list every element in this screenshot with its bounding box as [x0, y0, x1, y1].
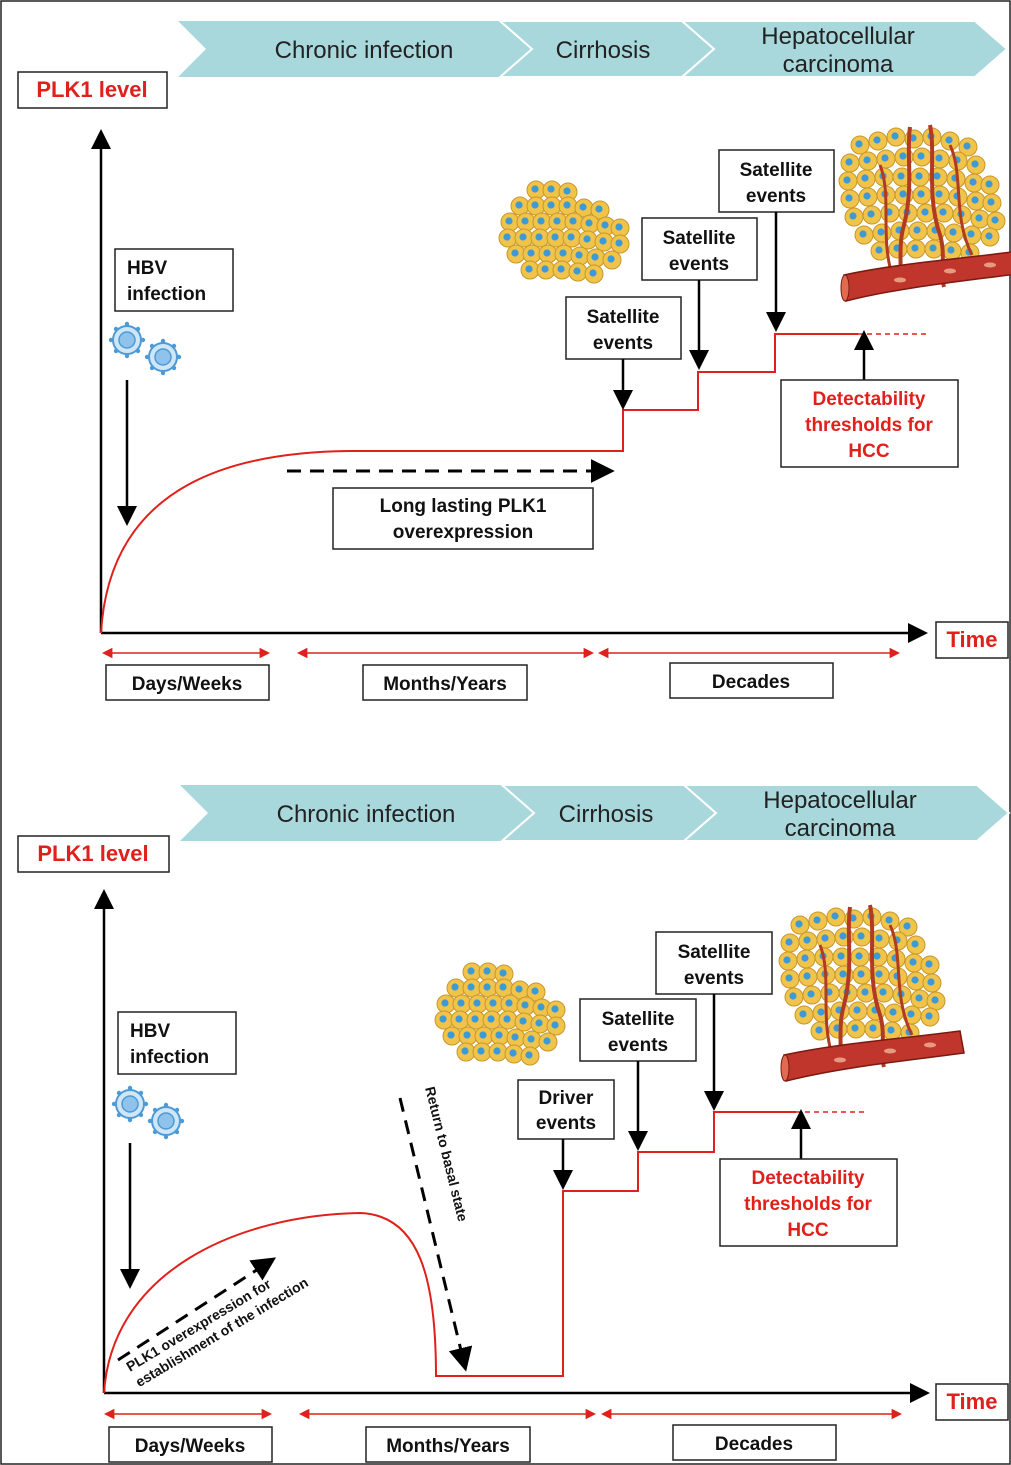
stage-chevron-chronic — [180, 785, 534, 841]
y-axis-label: PLK1 level — [37, 841, 148, 866]
virus-icon — [110, 1084, 150, 1124]
hbv-infection-box — [114, 248, 234, 312]
event-3-line1: Satellite — [740, 160, 813, 181]
tumor-cell-cluster-icon — [435, 963, 565, 1065]
stage-label-chronic: Chronic infection — [277, 801, 456, 828]
panel-1: Chronic infection Cirrhosis Hepatocellul… — [17, 20, 1011, 701]
threshold-line2: thresholds for — [744, 1194, 872, 1215]
y-axis-label: PLK1 level — [36, 77, 147, 102]
hbv-label-line1: HBV — [127, 258, 167, 279]
period-box-3 — [672, 1424, 837, 1461]
stage-label-hcc-line1: Hepatocellular — [763, 787, 916, 814]
event-3-line1: Satellite — [678, 942, 751, 963]
event-box-2 — [641, 217, 758, 281]
event-2-line2: events — [608, 1035, 668, 1056]
y-axis-label-box — [17, 71, 168, 109]
stage-chevron-hcc — [679, 20, 1009, 78]
event-2-line2: events — [669, 254, 729, 275]
period-label-1: Days/Weeks — [135, 1436, 246, 1457]
event-2-line1: Satellite — [663, 228, 736, 249]
period-box-3 — [669, 662, 834, 699]
threshold-line2: thresholds for — [805, 415, 933, 436]
establishment-arrow — [117, 1257, 277, 1362]
panel-2: Chronic infection Cirrhosis Hepatocellul… — [17, 784, 1011, 1463]
blood-vessel-tumor-icon — [839, 125, 1011, 301]
threshold-line1: Detectability — [752, 1168, 865, 1189]
event-1-line2: events — [536, 1113, 596, 1134]
return-basal-label: Return to basal state — [422, 1085, 471, 1223]
tumor-cell-cluster-icon — [499, 181, 629, 283]
establishment-text: PLK1 overexpression for establishment of… — [123, 1274, 311, 1390]
stage-label-chronic: Chronic infection — [275, 37, 454, 64]
virus-icon — [143, 337, 183, 377]
long-lasting-box — [332, 487, 594, 550]
x-axis-label: Time — [947, 1389, 998, 1414]
stage-label-cirrhosis: Cirrhosis — [556, 37, 651, 64]
event-box-2 — [579, 998, 697, 1062]
event-box-1 — [517, 1079, 615, 1140]
x-axis-label-box — [935, 621, 1009, 659]
x-axis-label: Time — [947, 627, 998, 652]
period-label-2: Months/Years — [383, 674, 507, 695]
threshold-line1: Detectability — [813, 389, 926, 410]
period-label-3: Decades — [715, 1434, 793, 1455]
period-label-3: Decades — [712, 672, 790, 693]
event-3-line2: events — [684, 968, 744, 989]
establishment-line1: PLK1 overexpression for — [123, 1275, 274, 1374]
stage-banner: Chronic infection Cirrhosis Hepatocellul… — [180, 784, 1011, 842]
threshold-line3: HCC — [787, 1220, 828, 1241]
hbv-label-line1: HBV — [130, 1021, 170, 1042]
threshold-line3: HCC — [848, 441, 889, 462]
threshold-box — [719, 1158, 898, 1247]
plk1-curve — [103, 1111, 796, 1394]
event-1-line1: Satellite — [587, 307, 660, 328]
event-1-line1: Driver — [539, 1088, 595, 1109]
stage-label-hcc-line2: carcinoma — [785, 815, 896, 842]
x-axis-label-box — [935, 1383, 1009, 1421]
period-box-2 — [365, 1426, 531, 1463]
stage-label-hcc-line1: Hepatocellular — [761, 23, 914, 50]
hbv-infection-box — [117, 1011, 237, 1075]
plk1-curve — [100, 333, 858, 634]
y-axis-label-box — [17, 835, 170, 873]
virus-icon — [107, 320, 147, 360]
long-lasting-line2: overexpression — [393, 522, 533, 543]
event-3-line2: events — [746, 186, 806, 207]
event-box-3 — [655, 931, 773, 995]
event-1-line2: events — [593, 333, 653, 354]
stage-chevron-hcc — [681, 784, 1011, 842]
hbv-label-line2: infection — [130, 1047, 209, 1068]
stage-banner: Chronic infection Cirrhosis Hepatocellul… — [178, 20, 1009, 78]
period-box-1 — [105, 664, 270, 701]
period-label-2: Months/Years — [386, 1436, 510, 1457]
return-basal-text: Return to basal state — [422, 1085, 471, 1223]
blood-vessel-tumor-icon — [779, 905, 964, 1081]
stage-chevron-chronic — [178, 21, 532, 77]
period-box-2 — [362, 664, 528, 701]
event-2-line1: Satellite — [602, 1009, 675, 1030]
long-lasting-line1: Long lasting PLK1 — [380, 496, 547, 517]
stage-label-hcc-line2: carcinoma — [783, 51, 894, 78]
event-box-1 — [565, 296, 682, 360]
threshold-box — [780, 379, 959, 468]
hbv-label-line2: infection — [127, 284, 206, 305]
virus-icon — [146, 1101, 186, 1141]
period-label-1: Days/Weeks — [132, 674, 243, 695]
stage-label-cirrhosis: Cirrhosis — [559, 801, 654, 828]
return-basal-arrow — [398, 1097, 473, 1372]
period-box-1 — [108, 1426, 273, 1463]
